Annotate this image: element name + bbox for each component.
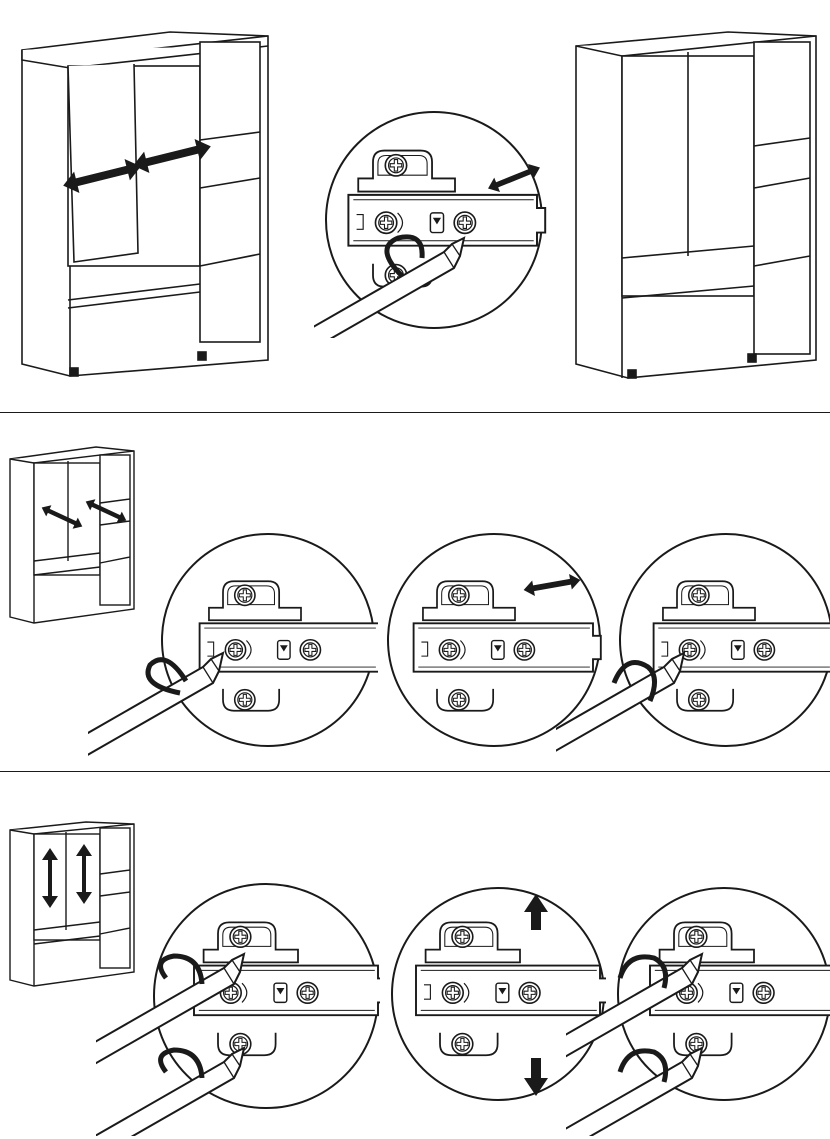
cabinet-small-sideways-illustration xyxy=(9,446,135,624)
hinge-closeup-circle xyxy=(391,887,606,1101)
down-arrow-icon xyxy=(524,1058,548,1096)
step-1-section xyxy=(0,0,830,412)
up-down-arrow-icon xyxy=(42,848,58,908)
section-divider xyxy=(0,412,830,413)
cabinet-doors-misaligned-illustration xyxy=(21,31,269,377)
rotate-arrow-icon xyxy=(617,1048,669,1083)
hinge-closeup-circle xyxy=(88,533,378,757)
rotate-arrow-icon xyxy=(158,1047,205,1079)
rotate-arrow-icon xyxy=(617,954,669,989)
up-down-arrow-icon xyxy=(76,844,92,904)
rotate-arrow-icon xyxy=(384,234,425,278)
hinge-closeup-circle xyxy=(566,887,830,1136)
up-arrow-icon xyxy=(524,894,548,930)
hinge-closeup-circle xyxy=(387,533,604,747)
hinge-closeup-circle xyxy=(556,533,830,757)
hinge-closeup-circle xyxy=(96,883,380,1136)
section-divider xyxy=(0,771,830,772)
rotate-arrow-icon xyxy=(145,657,189,696)
cabinet-small-height-illustration xyxy=(9,821,135,987)
rotate-arrow-icon xyxy=(611,660,657,702)
rotate-arrow-icon xyxy=(158,953,205,985)
cabinet-doors-aligned-illustration xyxy=(575,31,817,379)
step-2-section xyxy=(0,413,830,771)
hinge-closeup-circle xyxy=(314,111,554,338)
step-3-section xyxy=(0,772,830,1139)
